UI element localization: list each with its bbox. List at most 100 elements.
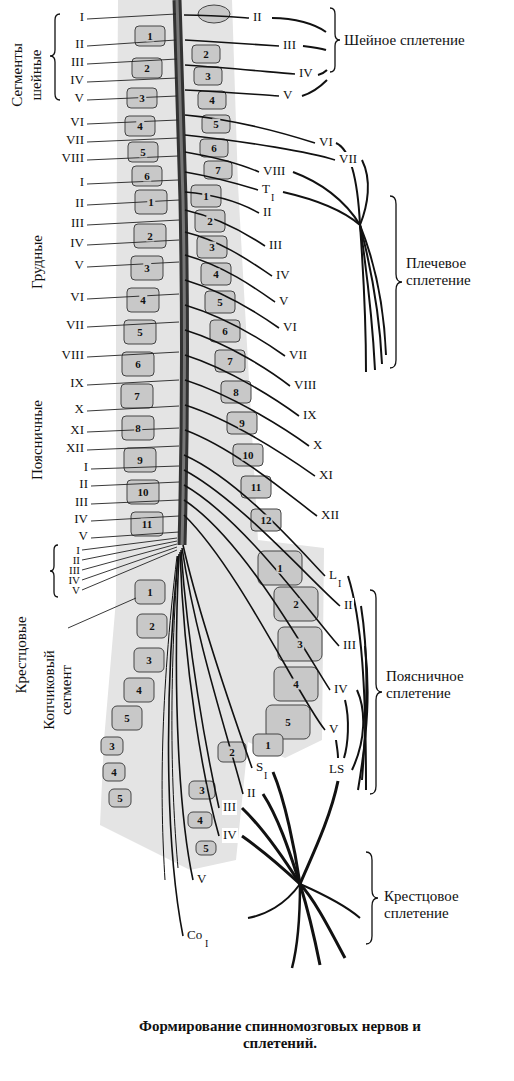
segment-number: V (75, 91, 84, 106)
left-vertebrae (134, 648, 164, 672)
vertebra-number: 7 (226, 356, 234, 367)
left-leader-lines (82, 550, 177, 590)
plexus-lines (248, 884, 300, 918)
vertebra-number: 9 (238, 418, 246, 429)
left-vertebrae (122, 416, 154, 440)
nerve-label: IV (222, 828, 238, 843)
right-vertebrae (221, 381, 251, 403)
segment-number: XII (66, 441, 84, 456)
segment-number: IV (74, 512, 88, 527)
spinal-nerves (185, 90, 279, 96)
vertebra-number: 2 (292, 599, 300, 610)
segment-number: IV (70, 236, 84, 251)
vertebra-number: 5 (123, 713, 131, 724)
spinal-nerves (184, 485, 339, 646)
right-vertebrae (233, 444, 263, 466)
right-vertebrae (251, 509, 281, 531)
plexus-lines (360, 225, 386, 355)
vertebra-number: 10 (242, 450, 255, 461)
vertebra-number: 2 (206, 216, 214, 227)
vertebra-number: 2 (202, 49, 210, 60)
nerve-label: XII (320, 508, 340, 523)
segment-number: II (75, 196, 84, 211)
segment-number: I (80, 10, 84, 25)
vertebra-number: 4 (135, 685, 143, 696)
nerve-label: II (262, 205, 273, 220)
left-leader-lines (91, 516, 179, 521)
vertebra-number: 8 (232, 387, 240, 398)
vertebra-number: 6 (221, 326, 229, 337)
left-leader-lines (87, 200, 179, 205)
left-braces (50, 14, 60, 100)
right-vertebrae (191, 185, 221, 207)
spinal-nerves (185, 210, 265, 246)
left-leader-lines (87, 156, 178, 160)
plexus-lines (318, 70, 327, 75)
left-braces (50, 545, 58, 597)
segment-group-label: Сегменты (9, 43, 26, 107)
left-vertebrae (103, 763, 125, 781)
segment-number: V (79, 529, 88, 544)
left-leader-lines (87, 240, 179, 245)
vertebra-number: 4 (196, 815, 204, 826)
nerve-label: III (342, 638, 357, 653)
plexus-lines (300, 884, 360, 918)
left-vertebrae (132, 166, 162, 186)
right-vertebrae (196, 841, 216, 855)
left-vertebrae (131, 512, 163, 536)
nerve-label: II (246, 786, 257, 801)
left-vertebrae (124, 678, 154, 702)
right-vertebrae (241, 476, 271, 498)
vertebra-number: 4 (208, 95, 216, 106)
plexus-lines (336, 143, 360, 225)
right-braces (366, 852, 378, 944)
nerve-label: IV (333, 682, 349, 697)
vertebra-number: 1 (146, 31, 154, 42)
nerve-label: V (328, 722, 339, 737)
segment-number: X (75, 402, 84, 417)
left-leader-lines (87, 220, 179, 225)
nerve-label: T (261, 182, 271, 197)
nerve-label: III (222, 800, 237, 815)
left-leader-lines (68, 14, 179, 628)
left-vertebrae (121, 384, 153, 408)
spinal-nerves (185, 305, 285, 356)
left-leader-lines (87, 380, 179, 385)
vertebra-number: 5 (202, 843, 210, 854)
vertebra-number: 5 (216, 297, 224, 308)
left-vertebrae (135, 26, 165, 46)
left-vertebrae (131, 256, 163, 280)
left-vertebrae (109, 789, 131, 807)
nerve-label: S (255, 760, 264, 775)
left-braces (50, 14, 60, 597)
plexus-lines (292, 884, 300, 968)
segment-group-label: Грудные (29, 235, 46, 289)
vertebra-number: 4 (212, 269, 220, 280)
nerve-label: V (196, 872, 207, 887)
vertebra-number: 3 (198, 785, 206, 796)
left-leader-lines (87, 138, 178, 142)
right-braces (370, 590, 382, 794)
nerve-subscript: I (338, 578, 341, 590)
plexus-label: Шейное сплетение (344, 32, 494, 49)
vertebra-number: 7 (133, 391, 141, 402)
left-vertebrae (112, 706, 142, 730)
nerve-label: II (343, 598, 354, 613)
vertebra-number: 10 (137, 487, 150, 498)
spinal-cord (177, 0, 184, 545)
segment-number: I (80, 175, 84, 190)
vertebra-number: 8 (134, 423, 142, 434)
left-vertebrae (125, 116, 155, 136)
nerve-subscript: I (264, 770, 267, 782)
nerve-label: II (252, 10, 263, 25)
spinal-nerves (185, 152, 259, 172)
left-leader-lines (91, 532, 179, 538)
vertebra-number: 1 (202, 191, 210, 202)
plexus-lines (303, 46, 326, 50)
spinal-cord (177, 0, 184, 545)
vertebra-number: 2 (148, 621, 156, 632)
vertebra-number: 3 (208, 242, 216, 253)
plexus-lines (336, 740, 338, 758)
left-vertebrae (101, 26, 167, 807)
spine-shading (100, 0, 324, 870)
